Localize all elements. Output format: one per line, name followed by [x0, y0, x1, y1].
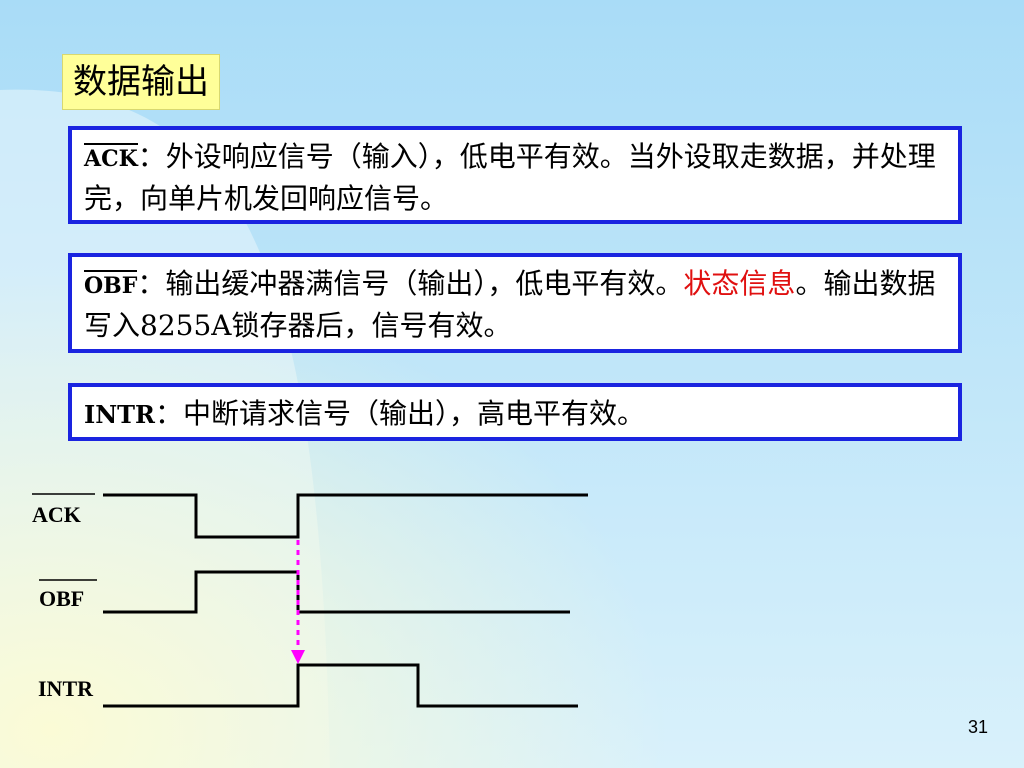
obf-waveform [103, 570, 570, 614]
ack-description-panel: ACK：外设响应信号（输入），低电平有效。当外设取走数据，并处理完，向单片机发回… [68, 126, 962, 224]
obf-colon: ： [137, 267, 166, 300]
timing-label-ack: ACK [32, 502, 81, 527]
intr-colon: ： [154, 397, 183, 430]
obf-text-highlight: 状态信息 [683, 267, 796, 300]
page-title: 数据输出 [62, 54, 220, 110]
timing-label-obf: OBF [39, 586, 84, 611]
obf-text-before: 输出缓冲器满信号（输出），低电平有效。 [165, 267, 684, 300]
ack-signal-label: ACK [84, 143, 138, 170]
intr-description: INTR：中断请求信号（输出），高电平有效。 [72, 387, 958, 436]
obf-description-panel: OBF：输出缓冲器满信号（输出），低电平有效。状态信息。输出数据写入8255A锁… [68, 253, 962, 353]
causal-arrow-head [291, 650, 305, 664]
obf-signal-label: OBF [84, 270, 138, 297]
timing-label-intr: INTR [38, 676, 94, 701]
slide-number: 31 [967, 717, 988, 737]
obf-description: OBF：输出缓冲器满信号（输出），低电平有效。状态信息。输出数据写入8255A锁… [72, 257, 958, 347]
intr-description-panel: INTR：中断请求信号（输出），高电平有效。 [68, 383, 962, 441]
obf-text-after: 。输出数据写入8255A锁存器后，信号有效。 [84, 267, 936, 342]
ack-text: 外设响应信号（输入），低电平有效。当外设取走数据，并处理完，向单片机发回响应信号… [84, 140, 936, 215]
timing-diagram: ACK OBF INTR [32, 493, 588, 708]
ack-description: ACK：外设响应信号（输入），低电平有效。当外设取走数据，并处理完，向单片机发回… [72, 130, 958, 220]
intr-waveform [103, 663, 578, 708]
intr-text: 中断请求信号（输出），高电平有效。 [182, 397, 645, 430]
ack-waveform [103, 493, 588, 539]
ack-colon: ： [137, 140, 166, 173]
intr-signal-label: INTR [84, 400, 155, 429]
